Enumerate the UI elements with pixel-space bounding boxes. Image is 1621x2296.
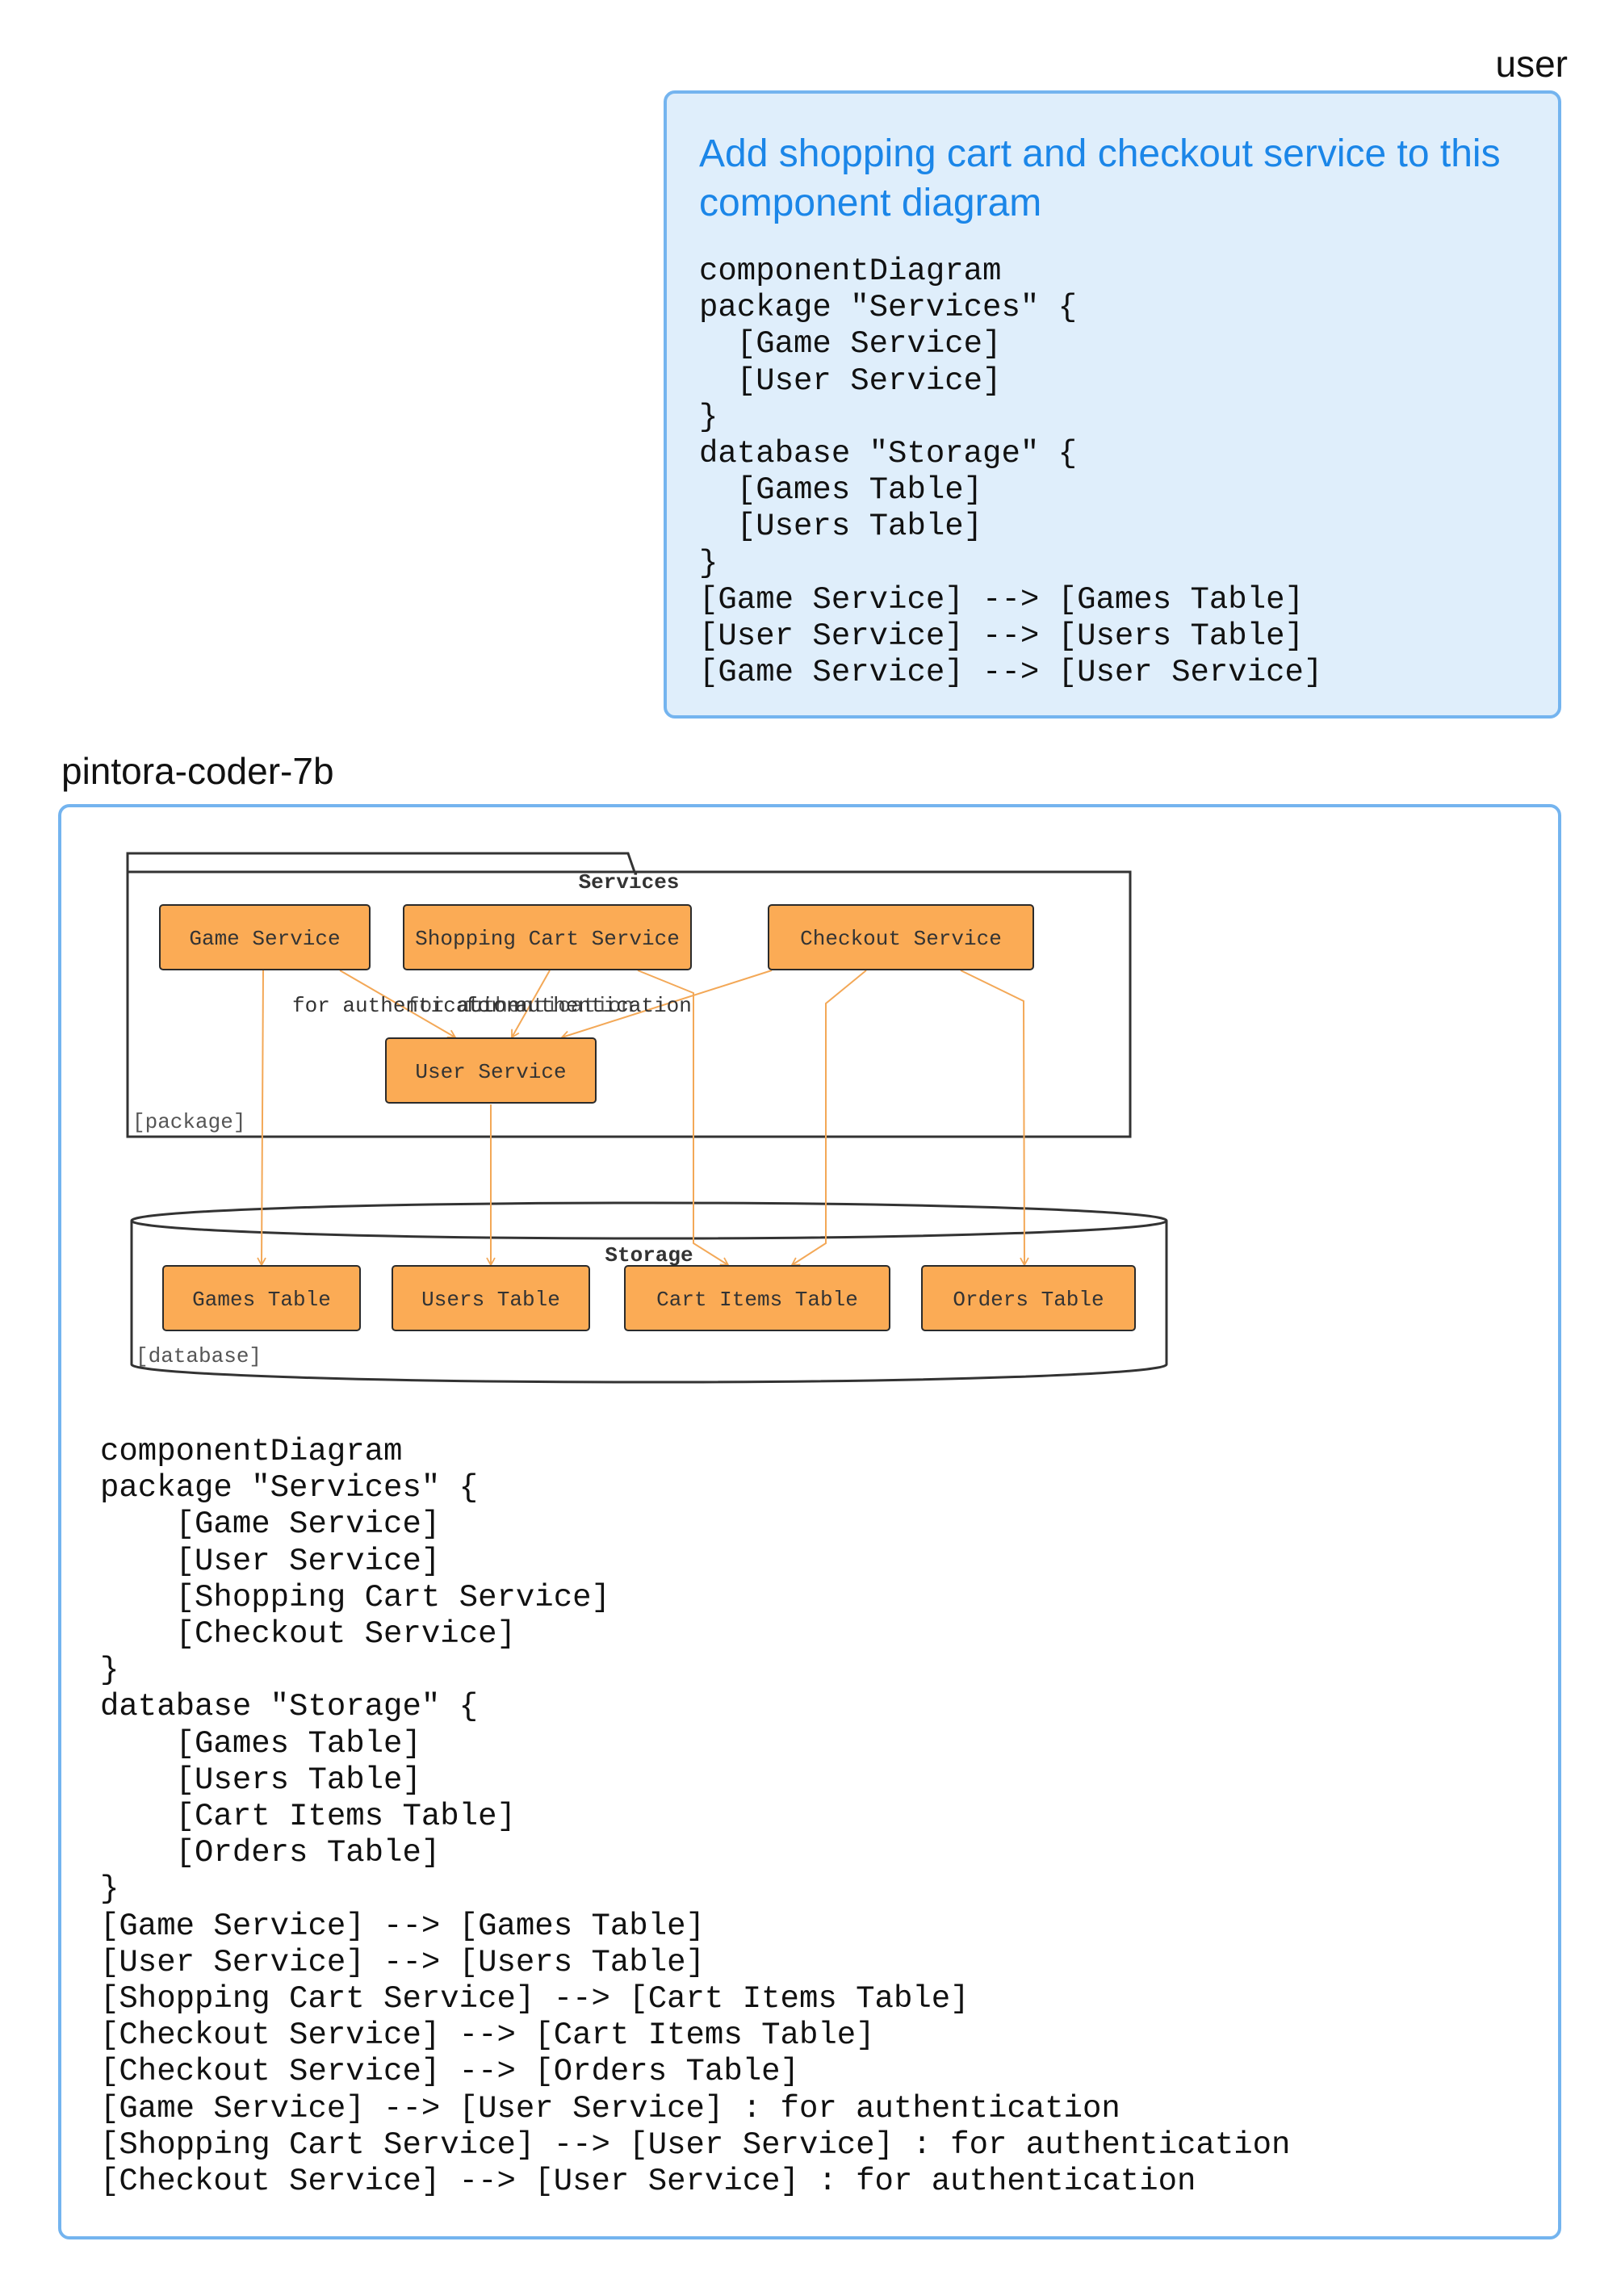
edges xyxy=(257,970,1029,1267)
node-games-table: Games Table xyxy=(162,1265,361,1331)
component-diagram: Services [package] Storage [database] fo… xyxy=(126,852,1168,1384)
assistant-message-bubble: Services [package] Storage [database] fo… xyxy=(58,804,1561,2239)
node-shopping-cart-service: Shopping Cart Service xyxy=(403,904,692,970)
prompt-title: Add shopping cart and checkout service t… xyxy=(699,132,1501,224)
user-role-label: user xyxy=(1495,43,1568,85)
edge-cart-service-to-user-service xyxy=(511,970,551,1039)
node-users-table: Users Table xyxy=(392,1265,590,1331)
edge-game-service-to-games-table xyxy=(257,970,266,1267)
node-checkout-service: Checkout Service xyxy=(768,904,1034,970)
edge-checkout-service-to-cart-items-table xyxy=(790,970,867,1267)
edge-checkout-service-to-user-service xyxy=(560,970,773,1040)
prompt-code: componentDiagram package "Services" { [G… xyxy=(699,253,1323,691)
node-shopping-cart-service-label: Shopping Cart Service xyxy=(415,927,680,951)
edge-game-service-to-user-service xyxy=(339,970,457,1038)
node-games-table-label: Games Table xyxy=(192,1288,331,1312)
services-package: Services [package] xyxy=(126,852,1132,1138)
edge-label-checkout-to-user: for authentication xyxy=(465,994,692,1018)
node-cart-items-table: Cart Items Table xyxy=(624,1265,890,1331)
node-user-service-label: User Service xyxy=(415,1060,566,1084)
database-stereotype: [database] xyxy=(136,1344,262,1368)
node-user-service: User Service xyxy=(385,1037,597,1104)
node-game-service: Game Service xyxy=(159,904,371,970)
edge-cart-service-to-cart-items-table xyxy=(637,970,730,1266)
node-cart-items-table-label: Cart Items Table xyxy=(656,1288,858,1312)
node-orders-table-label: Orders Table xyxy=(953,1288,1104,1312)
response-code: componentDiagram package "Services" { [G… xyxy=(100,1434,1291,2200)
node-game-service-label: Game Service xyxy=(189,927,340,951)
user-message-bubble: Add shopping cart and checkout service t… xyxy=(664,90,1561,719)
edge-label-cart-to-user: for authentication xyxy=(407,994,634,1018)
node-checkout-service-label: Checkout Service xyxy=(800,927,1002,951)
package-stereotype: [package] xyxy=(132,1110,245,1134)
database-title: Storage xyxy=(605,1243,693,1267)
edge-checkout-service-to-orders-table xyxy=(960,970,1029,1267)
node-users-table-label: Users Table xyxy=(421,1288,560,1312)
assistant-role-label: pintora-coder-7b xyxy=(61,750,334,792)
edge-label-game-to-user: for authentication xyxy=(292,994,519,1018)
package-title: Services xyxy=(579,870,680,895)
node-orders-table: Orders Table xyxy=(921,1265,1136,1331)
